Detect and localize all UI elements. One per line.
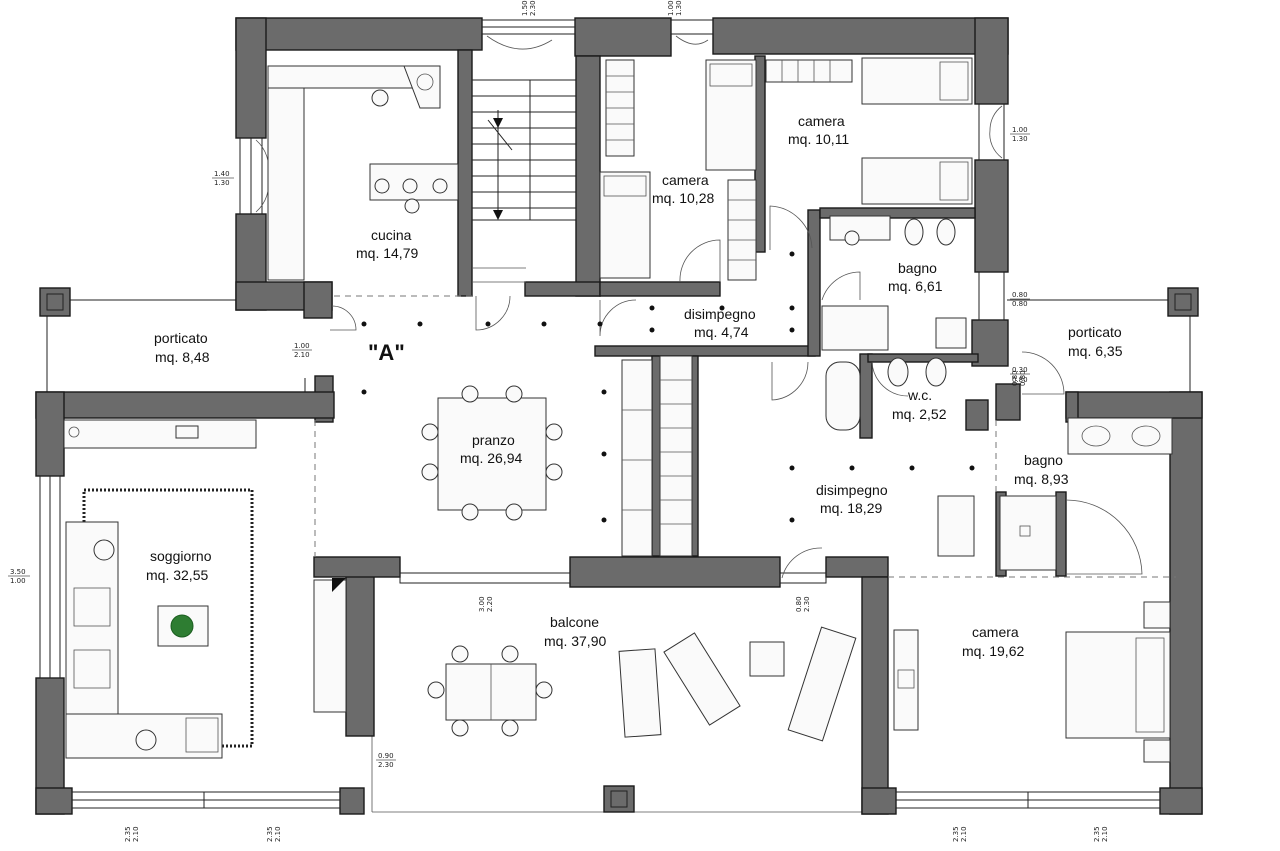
room-area-pranzo: mq. 26,94 [460,450,522,466]
dim-balcone2-w: 0.80 [795,596,803,612]
room-name-pranzo: pranzo [472,432,515,448]
living-furniture [63,419,257,759]
dim-right-bagno-w: 0.80 [1012,291,1028,299]
dim-bottom3-w: 2.35 [952,826,960,842]
room-area-bagno1: mq. 6,61 [888,278,943,294]
room-name-balcone: balcone [550,614,599,630]
dim-porticato-door-h: 2.10 [294,351,310,359]
ceiling-lights [361,251,975,523]
dim-right-camera-w: 1.00 [1012,126,1028,134]
dim-wc-small2-w: 0.80 [1011,370,1019,386]
staircase [471,79,577,283]
dim-right-camera-h: 1.30 [1012,135,1028,143]
dim-top-stair-w: 1.50 [521,0,529,16]
room-area-camera1: mq. 10,28 [652,190,714,206]
room-name-soggiorno: soggiorno [150,548,212,564]
room-name-disimpegno2: disimpegno [816,482,888,498]
room-area-porticato2: mq. 6,35 [1068,343,1123,359]
room-area-wc: mq. 2,52 [892,406,947,422]
room-area-balcone: mq. 37,90 [544,633,606,649]
room-area-cucina: mq. 14,79 [356,245,418,261]
dim-top-camera-h: 1.30 [675,0,683,16]
dashed-boundaries [314,295,1176,578]
room-name-camera3: camera [972,624,1019,640]
dim-balcone-side-h: 2.30 [378,761,394,769]
marker-a: "A" [368,340,405,365]
dim-left-cucina-h: 1.30 [214,179,230,187]
bathroom-fixtures [821,215,1173,571]
dim-bottom1-w: 2.35 [124,826,132,842]
dim-bottom3-h: 2.10 [960,826,968,842]
room-name-disimpegno1: disimpegno [684,306,756,322]
dim-bottom2-w: 2.35 [266,826,274,842]
room-area-camera2: mq. 10,11 [788,131,849,147]
dim-wc-small2-h: 0.80 [1019,370,1027,386]
dim-left-soggiorno-w: 3.50 [10,568,26,576]
door-swings [255,35,1143,579]
north-bedrooms [599,57,973,281]
dim-top-camera-w: 1.00 [667,0,675,16]
dim-bottom2-h: 2.10 [274,826,282,842]
dim-wc-small-w: 0.30 [1012,366,1028,374]
room-area-camera3: mq. 19,62 [962,643,1024,659]
dim-top-stair-h: 2.30 [529,0,537,16]
room-name-porticato1: porticato [154,330,208,346]
room-area-porticato1: mq. 8,48 [155,349,210,365]
dim-bottom4-w: 2.35 [1093,826,1101,842]
master-bedroom-furniture [893,601,1171,763]
room-name-wc: w.c. [907,387,932,403]
dim-balcone1-w: 3.00 [478,596,486,612]
windows [39,19,1161,809]
room-area-disimpegno1: mq. 4,74 [694,324,749,340]
dim-bottom4-h: 2.10 [1101,826,1109,842]
kitchen-furniture [267,65,459,281]
dim-wc-small-h: 0.80 [1012,376,1028,384]
balcony-furniture [313,578,857,742]
room-name-camera1: camera [662,172,709,188]
dim-balcone-side-w: 0.90 [378,752,394,760]
dim-porticato-door-w: 1.00 [294,342,310,350]
dim-bottom1-h: 2.10 [132,826,140,842]
dining-set [421,355,693,557]
room-name-bagno2: bagno [1024,452,1063,468]
room-name-cucina: cucina [371,227,412,243]
room-labels: "A" cucina mq. 14,79 camera mq. 10,28 ca… [146,113,1123,659]
room-area-disimpegno2: mq. 18,29 [820,500,882,516]
dim-left-cucina-w: 1.40 [214,170,230,178]
dim-left-soggiorno-h: 1.00 [10,577,26,585]
dim-right-bagno-h: 0.80 [1012,300,1028,308]
room-name-bagno1: bagno [898,260,937,276]
room-area-soggiorno: mq. 32,55 [146,567,208,583]
room-name-camera2: camera [798,113,845,129]
opening-dimensions: 1.50 2.30 1.00 1.30 3.00 2.20 0.80 2.30 … [8,0,1109,842]
dim-balcone2-h: 2.30 [803,596,811,612]
room-area-bagno2: mq. 8,93 [1014,471,1069,487]
column-details [46,293,1192,808]
room-name-porticato2: porticato [1068,324,1122,340]
dim-balcone1-h: 2.20 [486,596,494,612]
